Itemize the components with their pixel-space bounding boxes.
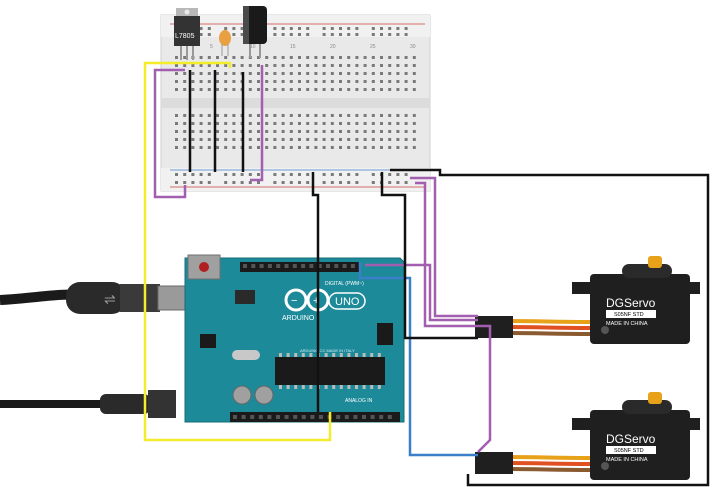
servo-brand: DGServo [606,432,656,446]
wire-blue-signal [358,262,478,457]
wire-yellow [143,61,332,442]
breadboard: 5 10 15 20 25 30 [160,14,431,192]
svg-text:−: − [291,295,297,307]
servo-model: S05NF STD [614,448,644,454]
atmega-chip [275,357,385,385]
wire-purple-power [153,68,187,199]
wire-purple-signal [365,263,478,322]
column-number: 25 [370,44,376,50]
column-number: 5 [210,44,213,50]
analog-header-label: ANALOG IN [345,398,373,404]
ceramic-capacitor [219,30,231,56]
servo-origin: MADE IN CHINA [606,321,648,327]
column-number: 30 [410,44,416,50]
column-number: 10 [250,44,256,50]
icsp-header [377,323,393,345]
crystal [232,350,260,360]
wire-purple-servo-bottom [415,181,492,453]
regulator-label: L7805 [175,33,195,40]
arduino-uno-board: − + UNO ARDUINO DIGITAL (PWM~) ANALOG IN… [184,254,405,423]
usb-cable: ⇌ [0,282,189,314]
servo-cable-bottom [475,452,591,474]
svg-text:+: + [313,295,319,307]
servo-model: S05NF STD [614,312,644,318]
arduino-header-pins [233,264,392,419]
breadboard-column-numbers: 5 10 15 20 25 30 [210,44,416,50]
electrolytic-capacitor [243,6,267,58]
svg-text:⇌: ⇌ [104,291,116,307]
arduino-model: UNO [335,296,360,308]
wire-black-gnd [311,172,320,412]
wire-purple-cap [250,65,264,182]
silkscreen-text: ARDUINO.CC MADE IN ITALY [300,348,355,353]
servo-top: DGServo S05NF STD MADE IN CHINA [572,256,700,344]
wire-black-servo-top [380,172,478,340]
servo-origin: MADE IN CHINA [606,457,648,463]
arduino-brand: ARDUINO [282,315,315,322]
servo-bottom: DGServo S05NF STD MADE IN CHINA [572,392,700,480]
column-number: 15 [290,44,296,50]
column-number: 20 [330,44,336,50]
servo-brand: DGServo [606,296,656,310]
voltage-regulator: L7805 [174,8,200,60]
digital-header-label: DIGITAL (PWM~) [325,281,364,287]
wire-purple-servo-top-power [410,176,478,318]
dc-power-cable [0,390,176,418]
servo-cable-top [475,316,591,338]
wire-black-servo-bottom [390,168,710,487]
